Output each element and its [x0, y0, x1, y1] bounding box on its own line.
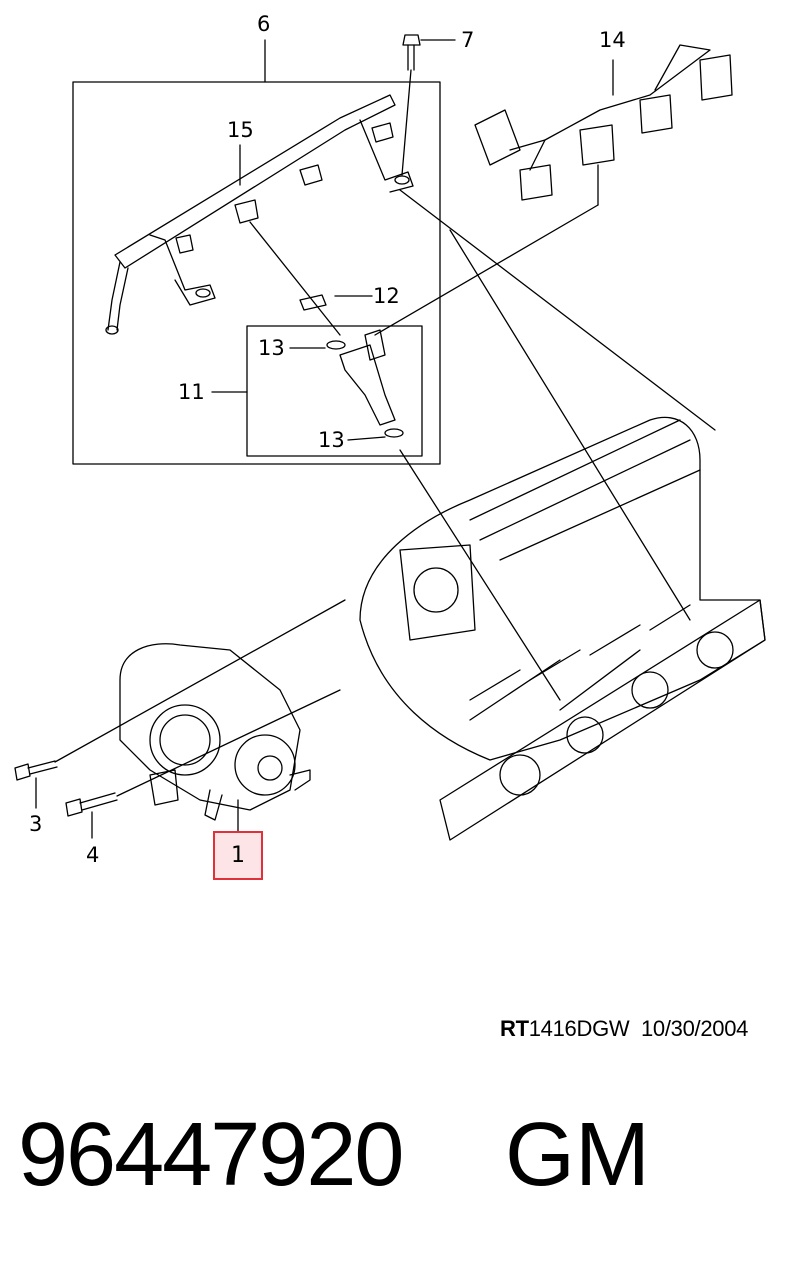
callout-13-upper: 13 — [258, 336, 285, 360]
bolt-4 — [65, 792, 118, 817]
callout-11: 11 — [178, 380, 205, 404]
fuel-rail — [105, 94, 414, 335]
wiring-harness — [474, 44, 733, 201]
reference-prefix: RT — [500, 1016, 529, 1041]
brand-name: GM — [505, 1105, 650, 1205]
bolt-3 — [14, 760, 58, 781]
throttle-body — [119, 643, 311, 821]
bolt-7 — [401, 34, 421, 176]
callout-13-lower: 13 — [318, 428, 345, 452]
callout-4: 4 — [86, 843, 100, 867]
callout-12: 12 — [373, 284, 400, 308]
callout-7: 7 — [461, 28, 475, 52]
fuel-injector — [299, 294, 404, 438]
intake-manifold — [359, 416, 766, 841]
part-number: 96447920 — [18, 1105, 404, 1205]
callout-14: 14 — [599, 28, 626, 52]
callout-6: 6 — [257, 12, 271, 36]
callout-3: 3 — [29, 812, 43, 836]
callout-1-label: 1 — [231, 843, 245, 868]
fuel-rail-group-box — [72, 81, 441, 465]
diagram-reference: RT1416DGW 10/30/2004 — [500, 1016, 748, 1042]
callout-15: 15 — [227, 118, 254, 142]
reference-code: 1416DGW — [528, 1016, 630, 1041]
reference-date: 10/30/2004 — [640, 1016, 749, 1041]
parts-diagram — [14, 34, 766, 841]
callout-1-highlighted[interactable]: 1 — [213, 831, 263, 880]
injector-group-box — [246, 325, 423, 457]
